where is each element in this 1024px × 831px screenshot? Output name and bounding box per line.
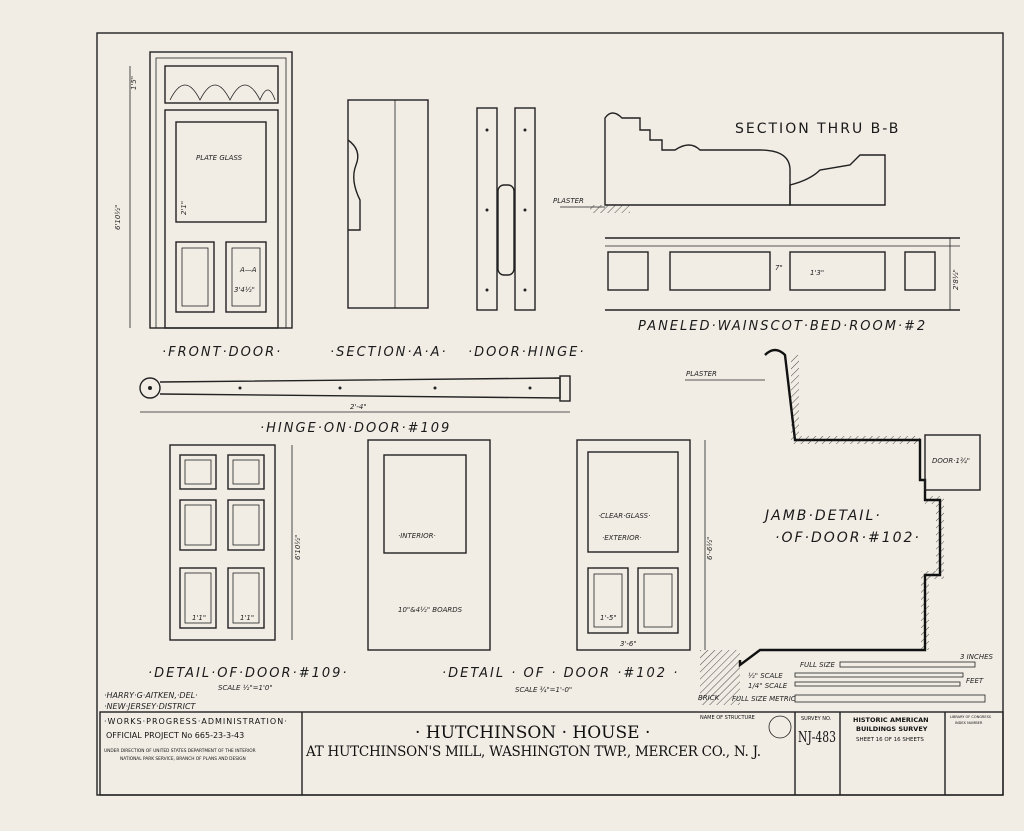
- wpa-label: ·WORKS·PROGRESS·ADMINISTRATION·: [104, 717, 288, 726]
- door-109-scale: SCALE ½"=1'0": [218, 684, 273, 692]
- sheet-number: SHEET 16 OF 16 SHEETS: [856, 737, 924, 743]
- dimension: 3'4½": [234, 286, 255, 294]
- hinge-on-door-label: ·HINGE·ON·DOOR·#109: [260, 421, 451, 436]
- habs-label: HISTORIC AMERICAN: [853, 716, 929, 724]
- brick-note: BRICK: [698, 694, 721, 702]
- loc-label: LIBRARY OF CONGRESS: [950, 715, 992, 719]
- dimension: 6'10½": [294, 535, 302, 560]
- dimension: 1'-5": [600, 614, 617, 622]
- dimension: 1'3": [810, 269, 824, 277]
- survey-label: SURVEY NO.: [801, 716, 832, 722]
- wainscot-label: PANELED·WAINSCOT·BED·ROOM·#2: [638, 319, 927, 334]
- section-bb-label: SECTION THRU B-B: [735, 121, 900, 137]
- door-102-scale: SCALE ¾"=1'-0": [515, 686, 572, 694]
- title-block: [99, 711, 1004, 796]
- door-102-interior: ·INTERIOR· 10"&4½" BOARDS: [367, 439, 491, 651]
- scale-label: FEET: [966, 677, 984, 685]
- dimension: 6'10½": [114, 205, 122, 230]
- dimension: 2'8½": [952, 269, 960, 290]
- scale-label: FULL SIZE: [800, 661, 835, 669]
- district: ·NEW·JERSEY·DISTRICT: [104, 702, 197, 711]
- scale-label: ½" SCALE: [748, 672, 783, 680]
- structure-name: · HUTCHINSON · HOUSE ·: [415, 723, 650, 743]
- dimension: 1'1": [192, 614, 206, 622]
- dimension: 6'-6½": [706, 537, 714, 560]
- name-label: NAME OF STRUCTURE: [700, 715, 755, 721]
- dimension: 7": [775, 264, 783, 272]
- section-aa-label: ·SECTION·A·A·: [330, 345, 448, 360]
- front-door-label: ·FRONT·DOOR·: [162, 345, 282, 360]
- section-a-a: [347, 99, 429, 309]
- jamb-detail-label: JAMB·DETAIL·: [762, 508, 882, 524]
- scale-label: 1/4" SCALE: [748, 682, 788, 690]
- door-hinge: [476, 107, 536, 311]
- front-door-elevation: PLATE GLASS A—A 6'10½" 1'5" 2'1" 3'4½": [114, 51, 293, 329]
- loc-label: INDEX NUMBER: [955, 721, 983, 725]
- structure-location: AT HUTCHINSON'S MILL, WASHINGTON TWP., M…: [305, 744, 761, 760]
- door-102-exterior: ·CLEAR·GLASS· ·EXTERIOR· 6'-6½" 3'-6" 1'…: [576, 439, 714, 651]
- exterior-label: ·EXTERIOR·: [602, 534, 642, 542]
- habs-label: BUILDINGS SURVEY: [856, 725, 928, 733]
- interior-label: ·INTERIOR·: [398, 532, 436, 540]
- strap-hinge: 2'-4": [139, 375, 571, 413]
- jamb-door-label: ·OF·DOOR·#102·: [775, 530, 921, 546]
- dimension: 2'-4": [350, 403, 367, 411]
- jamb-detail: DOOR·1¾" PLASTER BRICK: [685, 348, 981, 705]
- door-102-label: ·DETAIL · OF · DOOR ·#102 ·: [442, 666, 679, 681]
- section-mark: A—A: [239, 266, 257, 274]
- door-109-elevation: 6'10½" 1'1" 1'1": [169, 444, 302, 641]
- door-hinge-label: ·DOOR·HINGE·: [468, 345, 586, 360]
- dimension: 2'1": [180, 201, 188, 215]
- section-b-b: PLASTER: [553, 112, 886, 213]
- dimension: 1'1": [240, 614, 254, 622]
- door-thickness-note: DOOR·1¾": [932, 457, 970, 465]
- delineator: ·HARRY·G·AITKEN,·DEL·: [104, 691, 198, 700]
- plaster-note: PLASTER: [553, 197, 584, 205]
- door-109-label: ·DETAIL·OF·DOOR·#109·: [148, 666, 349, 681]
- project-number: OFFICIAL PROJECT No 665-23-3-43: [106, 731, 244, 740]
- paneled-wainscot: 7" 1'3" 2'8½": [605, 237, 960, 311]
- clear-glass-note: ·CLEAR·GLASS·: [598, 512, 650, 520]
- scale-label: FULL SIZE METRIC: [732, 695, 796, 703]
- direction-note: NATIONAL PARK SERVICE, BRANCH OF PLANS A…: [120, 756, 246, 762]
- dimension: 1'5": [130, 76, 138, 90]
- direction-note: UNDER DIRECTION OF UNITED STATES DEPARTM…: [104, 748, 256, 754]
- plaster-note: PLASTER: [686, 370, 717, 378]
- graphic-scales: FULL SIZE ½" SCALE 1/4" SCALE FULL SIZE …: [732, 653, 994, 703]
- dimension: 3'-6": [620, 640, 637, 648]
- plate-glass-note: PLATE GLASS: [196, 154, 243, 162]
- boards-note: 10"&4½" BOARDS: [398, 606, 463, 614]
- scale-label: 3 INCHES: [960, 653, 994, 661]
- survey-number: NJ-483: [798, 728, 836, 746]
